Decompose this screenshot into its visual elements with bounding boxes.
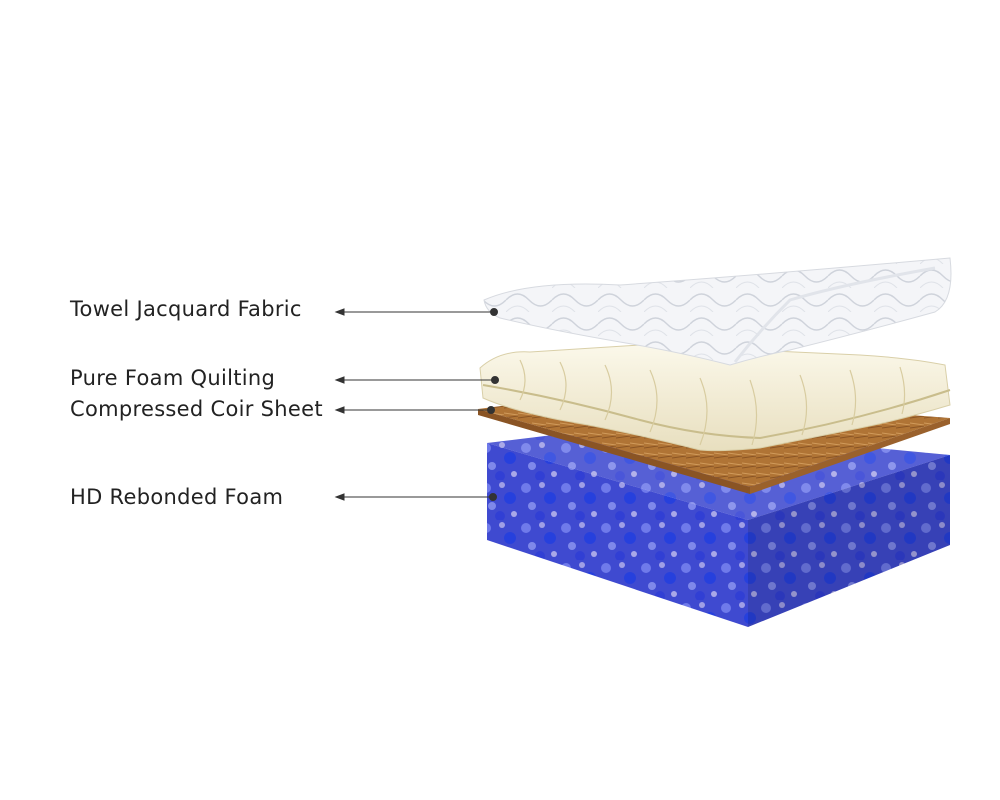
label-hd-rebonded-foam: HD Rebonded Foam [70,485,284,509]
foam-front-face [487,443,748,627]
arrowhead-foam [334,493,345,501]
dot-coir [487,406,495,414]
foam-side-face-shade [748,455,950,627]
quilting-seam [482,384,951,440]
arrowhead-fabric [334,308,345,316]
towel-jacquard-fabric-layer [483,257,952,366]
foam-side-face [748,455,950,627]
label-towel-jacquard-fabric: Towel Jacquard Fabric [70,297,302,321]
dot-fabric [490,308,498,316]
label-compressed-coir-sheet: Compressed Coir Sheet [70,397,323,421]
coir-edge-side [750,418,950,494]
fabric-fold [733,266,936,363]
arrowhead-coir [334,406,345,414]
dot-foam [489,493,497,501]
label-pure-foam-quilting: Pure Foam Quilting [70,366,276,390]
arrowhead-quilting [334,376,345,384]
quilting-puffs [519,359,906,446]
dot-quilting [491,376,499,384]
coir-edge [478,409,750,494]
leader-lines [334,308,499,501]
fabric-sheet [483,257,952,366]
